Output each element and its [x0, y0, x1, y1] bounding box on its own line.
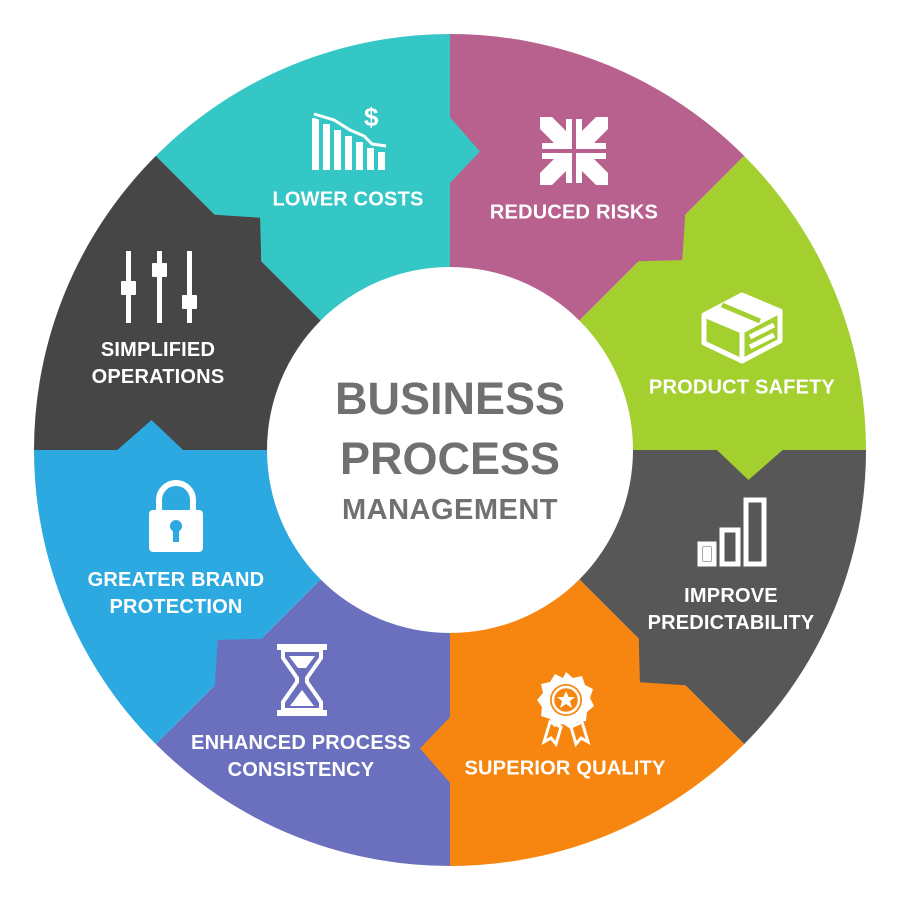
label-lower-costs: LOWER COSTS — [272, 187, 423, 214]
arrows-inward-icon — [540, 117, 608, 185]
label-line: IMPROVE — [684, 585, 778, 607]
label-line: SIMPLIFIED — [100, 339, 216, 361]
label-enhanced-process-consistency: ENHANCED PROCESS CONSISTENCY — [191, 730, 411, 784]
segment-arrow-tip — [213, 214, 262, 263]
label-line: LOWER COSTS — [272, 188, 424, 211]
segment-superior-quality — [450, 578, 745, 866]
label-line: PREDICTABILITY — [647, 612, 815, 634]
center-line-3: MANAGEMENT — [341, 494, 559, 526]
label-product-safety: PRODUCT SAFETY — [649, 375, 835, 402]
label-reduced-risks: REDUCED RISKS — [490, 200, 658, 227]
label-line: SUPERIOR QUALITY — [464, 757, 666, 780]
label-simplified-operations: SIMPLIFIED OPERATIONS — [92, 337, 225, 391]
segment-arrow-tip — [448, 116, 480, 185]
label-line: OPERATIONS — [91, 366, 225, 388]
sliders-icon — [121, 251, 197, 323]
padlock-icon — [149, 480, 203, 552]
label-line: REDUCED RISKS — [489, 201, 659, 224]
segment-arrow-tip — [638, 637, 687, 686]
label-improve-predictability: IMPROVE PREDICTABILITY — [648, 583, 815, 637]
quality-badge-icon — [537, 672, 594, 748]
segment-arrow-tip — [420, 715, 452, 784]
label-line: CONSISTENCY — [227, 759, 375, 781]
rising-bars-icon — [697, 497, 767, 567]
segment-enhanced-process-consistency — [155, 578, 451, 866]
package-box-icon — [701, 292, 783, 364]
hourglass-icon — [277, 644, 327, 716]
center-title: BUSINESS PROCESS MANAGEMENT — [335, 369, 565, 531]
segment-arrow-tip — [214, 638, 263, 687]
segment-lower-costs — [155, 34, 451, 322]
segment-greater-brand-protection — [34, 450, 322, 745]
bar-chart-dollar-icon: $ — [312, 102, 387, 170]
label-line: ENHANCED PROCESS — [191, 732, 411, 754]
label-line: PRODUCT SAFETY — [648, 376, 836, 399]
label-superior-quality: SUPERIOR QUALITY — [465, 756, 666, 783]
segment-arrow-tip — [715, 448, 784, 480]
label-greater-brand-protection: GREATER BRAND PROTECTION — [88, 567, 265, 621]
label-line: PROTECTION — [109, 596, 243, 618]
center-line-2: PROCESS — [339, 433, 561, 484]
segment-arrow-tip — [116, 420, 185, 452]
center-disc — [267, 267, 633, 633]
center-line-1: BUSINESS — [334, 373, 566, 424]
segment-simplified-operations — [34, 155, 322, 451]
segment-arrow-tip — [637, 213, 686, 262]
svg-text:$: $ — [364, 102, 379, 132]
segment-improve-predictability — [578, 450, 866, 745]
label-line: GREATER BRAND — [87, 569, 265, 591]
